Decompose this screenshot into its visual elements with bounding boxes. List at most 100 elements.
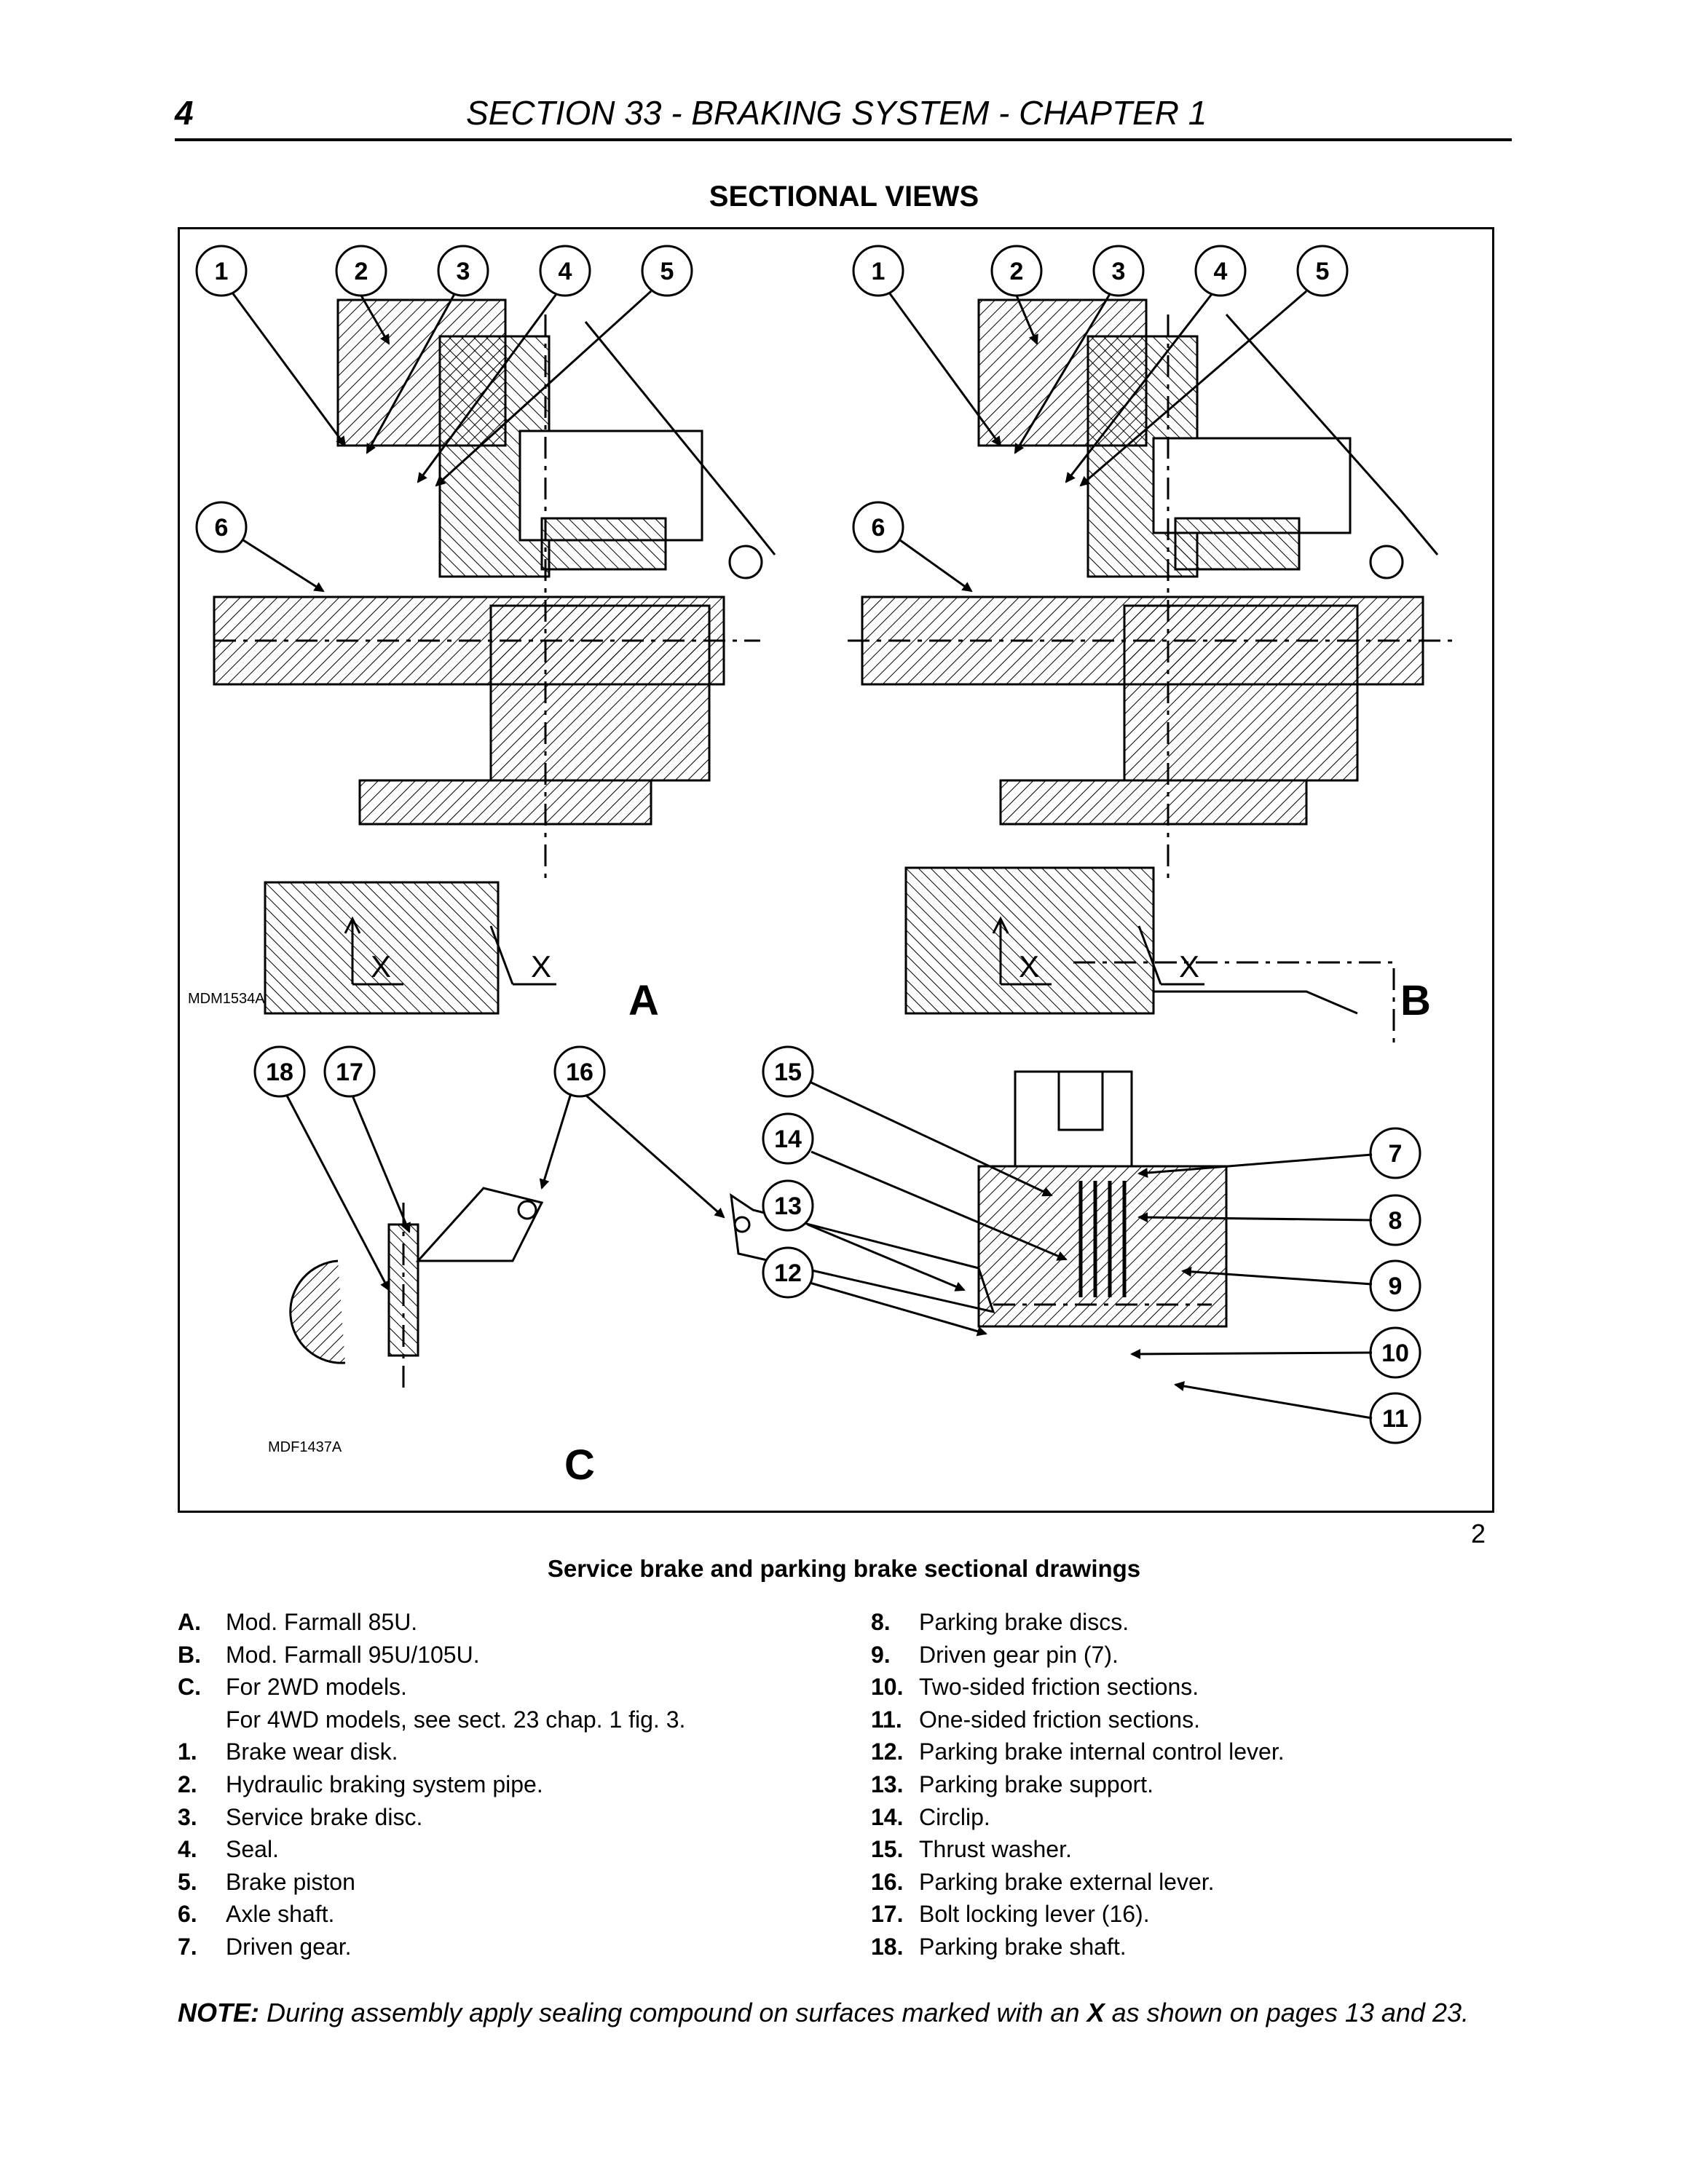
figure-frame [178, 227, 1494, 1513]
legend-text: Driven gear pin (7). [919, 1641, 1119, 1668]
legend-item: 15. Thrust washer. [871, 1833, 1526, 1866]
callout-c-11: 11 [1382, 1405, 1408, 1433]
legend-key: 2. [178, 1770, 197, 1797]
figure-number: 2 [1471, 1519, 1486, 1548]
legend-text: Driven gear. [226, 1933, 352, 1960]
legend-text: Thrust washer. [919, 1836, 1072, 1863]
legend-text: Parking brake discs. [919, 1609, 1129, 1635]
view-b-drawing [848, 298, 1459, 1015]
header-rule [175, 138, 1512, 141]
callout-c-12: 12 [774, 1259, 802, 1287]
legend-item: 7. Driven gear. [178, 1931, 833, 1963]
callout-c-13: 13 [774, 1192, 802, 1220]
legend-text: For 4WD models, see sect. 23 chap. 1 fig… [226, 1706, 686, 1733]
legend-key: 5. [178, 1868, 197, 1895]
legend-text: Axle shaft. [226, 1901, 335, 1928]
legend-item: 1.Brake wear disk. [178, 1736, 833, 1768]
legend-item: 8. Parking brake discs. [871, 1606, 1526, 1639]
callout-b-2: 2 [1010, 258, 1024, 285]
figure-caption: Service brake and parking brake sectiona… [547, 1555, 1141, 1582]
legend-text: One-sided friction sections. [919, 1706, 1200, 1733]
callout-b-6: 6 [872, 514, 886, 542]
callout-c-8: 8 [1389, 1207, 1403, 1235]
view-c-code: MDF1437A [268, 1439, 342, 1455]
legend-key: 17. [871, 1901, 904, 1928]
legend-key: 6. [178, 1901, 197, 1928]
legend-key: A. [178, 1609, 201, 1635]
legend-item: 2. Hydraulic braking system pipe. [178, 1768, 833, 1801]
legend-item: 13. Parking brake support. [871, 1768, 1526, 1801]
legend-key: 18. [871, 1933, 904, 1960]
legend-key: 11. [871, 1706, 902, 1733]
legend-item: 16. Parking brake external lever. [871, 1866, 1526, 1899]
callout-a-5: 5 [660, 258, 674, 285]
legend-key: 8. [871, 1609, 891, 1635]
legend-key: 12. [871, 1738, 904, 1765]
mark-x-a2: X [531, 949, 551, 984]
callout-b-5: 5 [1316, 258, 1330, 285]
legend-text: Mod. Farmall 85U. [226, 1609, 418, 1635]
legend-left: A.Mod. Farmall 85U.B.Mod. Farmall 95U/10… [178, 1606, 833, 1963]
callout-a-6: 6 [215, 514, 229, 542]
callout-c-16: 16 [566, 1059, 593, 1086]
legend-item: For 4WD models, see sect. 23 chap. 1 fig… [178, 1704, 833, 1736]
assembly-note: NOTE: During assembly apply sealing comp… [178, 1998, 1469, 2028]
legend-item: 14.Circlip. [871, 1801, 1526, 1834]
note-text-before: During assembly apply sealing compound o… [259, 1998, 1087, 2027]
legend-item: 12. Parking brake internal control lever. [871, 1736, 1526, 1768]
callout-b-3: 3 [1112, 258, 1126, 285]
legend-key: 4. [178, 1836, 197, 1863]
callout-a-2: 2 [355, 258, 368, 285]
note-label: NOTE: [178, 1998, 259, 2027]
legend-item: 11. One-sided friction sections. [871, 1704, 1526, 1736]
legend-text: Parking brake external lever. [919, 1868, 1215, 1895]
legend-key: 7. [178, 1933, 197, 1960]
callout-a-1: 1 [215, 258, 229, 285]
callout-a-4: 4 [559, 258, 572, 285]
view-c-callouts: 18 17 16 15 14 13 12 7 8 9 10 11 MDF1437… [253, 1045, 1421, 1489]
legend-text: Two-sided friction sections. [919, 1674, 1199, 1701]
callout-c-17: 17 [336, 1059, 363, 1086]
legend-text: Brake wear disk. [226, 1738, 398, 1765]
legend-right: 8. Parking brake discs. 9.Driven gear pin … [871, 1606, 1526, 1963]
legend-text: Brake piston [226, 1868, 355, 1895]
legend-item: 9.Driven gear pin (7). [871, 1639, 1526, 1671]
legend-key: 3. [178, 1803, 197, 1830]
legend-item: 5. Brake piston [178, 1866, 833, 1899]
legend-text: Parking brake internal control lever. [919, 1738, 1285, 1765]
view-b-callouts: 1 2 3 4 5 6 X X B [852, 245, 1431, 1024]
view-c-drawing [289, 961, 1395, 1392]
legend-key: 14. [871, 1803, 904, 1830]
legend-text: Mod. Farmall 95U/105U. [226, 1641, 480, 1668]
mark-x-b1: X [1019, 949, 1039, 984]
callout-b-4: 4 [1214, 258, 1228, 285]
view-a-letter: A [628, 977, 659, 1024]
legend-item: 3.Service brake disc. [178, 1801, 833, 1834]
legend-item: 6. Axle shaft. [178, 1898, 833, 1931]
legend-text: Seal. [226, 1836, 279, 1863]
page-number: 4 [175, 94, 194, 132]
view-a-callouts: 1 2 3 4 5 6 X X MDM1534A A [188, 245, 693, 1024]
view-c-letter: C [564, 1441, 595, 1489]
legend-text: Bolt locking lever (16). [919, 1901, 1150, 1928]
callout-a-3: 3 [457, 258, 470, 285]
legend-key: 16. [871, 1868, 904, 1895]
view-a-drawing [213, 298, 776, 1015]
note-mark: X [1086, 1998, 1105, 2027]
legend-text: Parking brake support. [919, 1770, 1153, 1797]
legend-text: For 2WD models. [226, 1674, 407, 1701]
legend-text: Hydraulic braking system pipe. [226, 1770, 543, 1797]
sectional-drawings: 1 2 3 4 5 6 X X MDM1534A A [188, 245, 1459, 1489]
legend-key [178, 1704, 226, 1736]
section-title: SECTION 33 - BRAKING SYSTEM - CHAPTER 1 [466, 94, 1207, 132]
legend-key: 10. [871, 1674, 904, 1701]
legend-key: 13. [871, 1770, 904, 1797]
views-heading: SECTIONAL VIEWS [709, 181, 979, 213]
legend-item: A. Mod. Farmall 85U. [178, 1606, 833, 1639]
callout-c-7: 7 [1389, 1140, 1403, 1168]
legend-key: 15. [871, 1836, 904, 1863]
callout-c-9: 9 [1389, 1273, 1403, 1300]
legend-item: C. For 2WD models. [178, 1671, 833, 1704]
view-a-code: MDM1534A [188, 991, 265, 1007]
legend-key: C. [178, 1674, 201, 1701]
